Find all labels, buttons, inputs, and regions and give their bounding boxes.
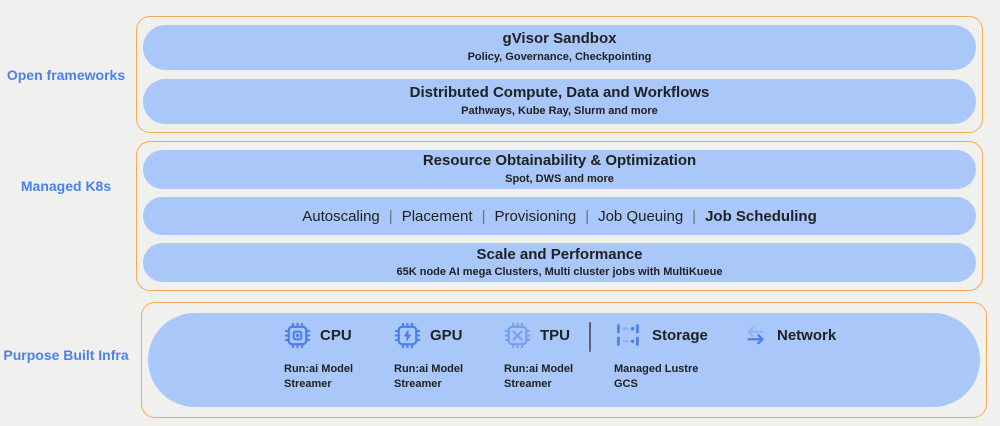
infra-column-storage: Storage Managed Lustre GCS [614,321,708,392]
row-title: Scale and Performance [476,245,643,263]
item-separator: | [388,207,393,225]
infra-sub-storage: Managed Lustre GCS [614,363,699,390]
column-divider [589,322,591,352]
infra-head: Storage [614,321,708,349]
infra-column-network: Network [743,321,836,362]
section-label-managed-k8s: Managed K8s [20,178,112,194]
infra-label-storage: Storage [652,326,708,344]
row-resource-obtainability: Resource Obtainability & Optimization Sp… [143,150,976,189]
capability-items: Autoscaling | Placement | Provisioning | Job Q… [302,208,817,225]
item-separator: | [585,207,590,225]
row-subtitle: Pathways, Kube Ray, Slurm and more [461,105,658,118]
cpu-chip-icon [284,322,311,348]
item-placement: Placement [401,207,473,225]
frame-purpose-built-infra: CPU Run:ai Model Streamer [141,302,987,418]
infra-sub-gpu: Run:ai Model Streamer [394,363,464,390]
row-subtitle: Policy, Governance, Checkpointing [467,51,652,64]
infra-column-cpu: CPU Run:ai Model Streamer [284,321,353,392]
infra-head: Network [743,321,836,349]
infra-sub-cpu: Run:ai Model Streamer [284,363,354,390]
infra-label-tpu: TPU [540,326,570,344]
section-label-open-frameworks: Open frameworks [6,67,126,83]
infra-column-tpu: TPU Run:ai Model Streamer [504,321,573,392]
row-title: gVisor Sandbox [502,30,617,48]
infra-head: CPU [284,321,353,349]
network-swap-icon [747,326,764,344]
tpu-chip-icon [504,322,531,348]
row-distributed-compute: Distributed Compute, Data and Workflows … [143,79,976,124]
item-provisioning: Provisioning [494,207,577,225]
row-title: Distributed Compute, Data and Workflows [409,84,710,102]
infra-label-network: Network [777,326,837,344]
item-separator: | [692,207,697,225]
item-job-scheduling: Job Scheduling [705,207,817,225]
infra-head: TPU [504,321,573,349]
infra-sub-tpu: Run:ai Model Streamer [504,363,574,390]
row-scheduling-capabilities: Autoscaling | Placement | Provisioning | Job Q… [143,196,976,236]
item-autoscaling: Autoscaling [302,207,380,225]
row-gvisor-sandbox: gVisor Sandbox Policy, Governance, Check… [143,25,976,70]
infra-label-cpu: CPU [320,326,352,344]
item-job-queuing: Job Queuing [598,207,684,225]
row-subtitle: 65K node AI mega Clusters, Multi cluster… [396,266,723,279]
infra-label-gpu: GPU [430,326,463,344]
infra-column-gpu: GPU Run:ai Model Streamer [394,321,463,392]
section-label-purpose-built-infra: Purpose Built Infra [3,347,129,363]
frame-open-frameworks: gVisor Sandbox Policy, Governance, Check… [136,16,983,133]
frame-managed-k8s: Resource Obtainability & Optimization Sp… [136,141,983,291]
row-scale-and-performance: Scale and Performance 65K node AI mega C… [143,243,976,283]
storage-icon [617,324,639,346]
row-subtitle: Spot, DWS and more [505,173,614,186]
row-title: Resource Obtainability & Optimization [422,152,697,170]
gpu-chip-icon [394,322,421,348]
item-separator: | [481,207,486,225]
row-infrastructure: CPU Run:ai Model Streamer [148,313,980,407]
infra-head: GPU [394,321,463,349]
